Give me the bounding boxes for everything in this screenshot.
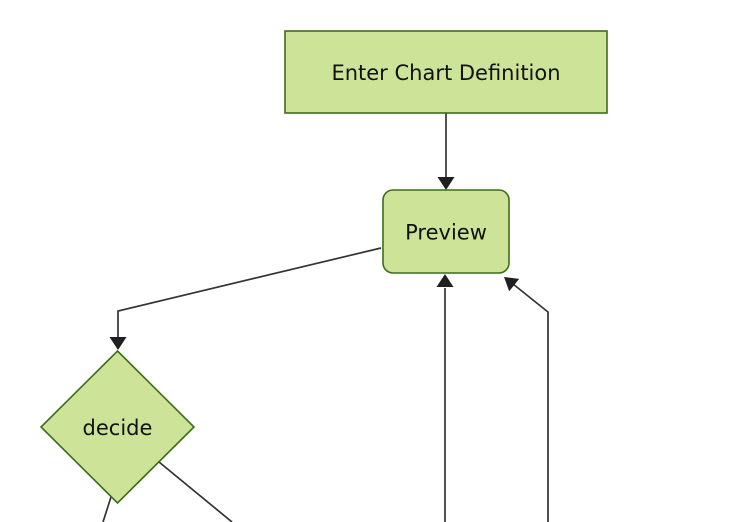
node-diamond — [39, 349, 196, 505]
arrowhead-down-icon — [437, 177, 455, 190]
edge-enter-to-preview — [437, 113, 455, 190]
arrowhead-up-icon — [436, 274, 454, 287]
edge-preview-to-decide — [109, 247, 382, 350]
node-rounded-rectangle — [382, 189, 510, 274]
arrowhead-up-left-icon — [504, 277, 520, 292]
edge-decide-to-offscreen-left — [102, 496, 112, 522]
edge-line — [158, 461, 233, 522]
node-decide: decide — [39, 349, 196, 505]
node-label: decide — [83, 416, 153, 440]
node-label: Enter Chart Definition — [331, 61, 560, 85]
edge-decide-to-offscreen-right — [158, 461, 233, 522]
edge-line — [117, 247, 382, 338]
edge-line — [512, 283, 549, 522]
node-label: Preview — [405, 221, 487, 245]
edge-line — [102, 496, 112, 522]
node-rectangle — [284, 30, 608, 114]
node-preview: Preview — [382, 189, 510, 274]
edge-offscreen-to-preview-elbow — [504, 277, 549, 522]
node-enter-chart-definition: Enter Chart Definition — [284, 30, 608, 114]
arrowhead-down-icon — [109, 337, 127, 350]
edge-offscreen-to-preview-vertical — [436, 274, 454, 522]
